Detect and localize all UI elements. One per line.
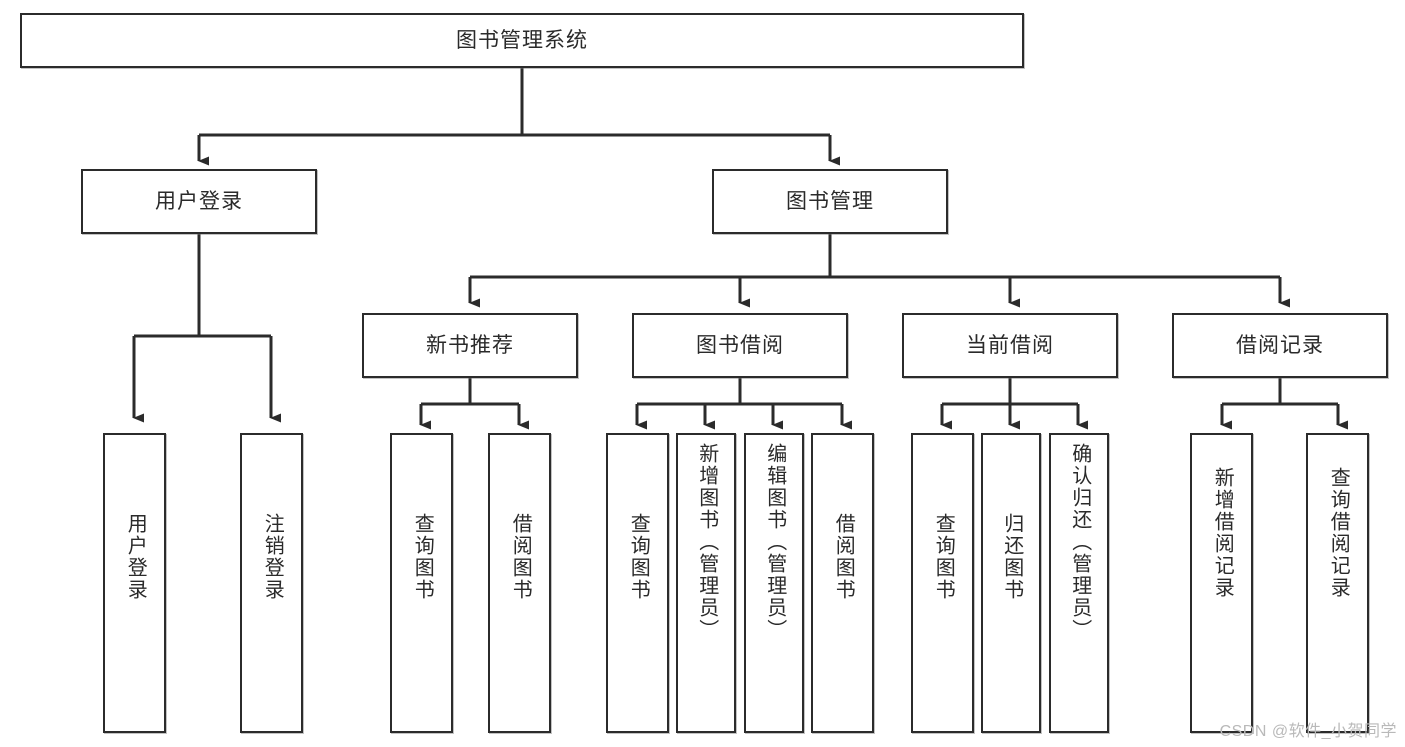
node-new-book-recommend-label: 新书推荐 (426, 334, 514, 357)
node-book-borrow[interactable]: 图书借阅 (632, 313, 848, 378)
leaf-current-borrow-confirm-label: 确认归还（管理员） (1068, 443, 1091, 641)
node-root-system[interactable]: 图书管理系统 (20, 13, 1024, 68)
leaf-book-borrow-add[interactable]: 新增图书（管理员） (676, 433, 736, 733)
leaf-current-borrow-return[interactable]: 归还图书 (981, 433, 1041, 733)
node-new-book-recommend[interactable]: 新书推荐 (362, 313, 578, 378)
leaf-user-login-logout-label: 注销登录 (261, 513, 284, 601)
leaf-current-borrow-confirm[interactable]: 确认归还（管理员） (1049, 433, 1109, 733)
node-current-borrow-label: 当前借阅 (966, 334, 1054, 357)
leaf-new-book-borrow-label: 借阅图书 (509, 513, 532, 601)
leaf-current-borrow-query[interactable]: 查询图书 (911, 433, 974, 733)
leaf-current-borrow-query-label: 查询图书 (932, 513, 955, 601)
leaf-book-borrow-query-label: 查询图书 (627, 513, 650, 601)
node-current-borrow[interactable]: 当前借阅 (902, 313, 1118, 378)
node-book-management-label: 图书管理 (786, 190, 874, 213)
leaf-borrow-record-add[interactable]: 新增借阅记录 (1190, 433, 1253, 733)
leaf-book-borrow-borrow[interactable]: 借阅图书 (811, 433, 874, 733)
leaf-user-login-login[interactable]: 用户登录 (103, 433, 166, 733)
node-root-system-label: 图书管理系统 (456, 29, 588, 52)
leaf-book-borrow-edit[interactable]: 编辑图书（管理员） (744, 433, 804, 733)
node-user-login[interactable]: 用户登录 (81, 169, 317, 234)
node-book-management[interactable]: 图书管理 (712, 169, 948, 234)
leaf-book-borrow-edit-label: 编辑图书（管理员） (763, 443, 786, 641)
leaf-user-login-login-label: 用户登录 (124, 513, 147, 601)
leaf-new-book-query[interactable]: 查询图书 (390, 433, 453, 733)
leaf-book-borrow-borrow-label: 借阅图书 (832, 513, 855, 601)
leaf-borrow-record-query[interactable]: 查询借阅记录 (1306, 433, 1369, 733)
node-user-login-label: 用户登录 (155, 190, 243, 213)
leaf-new-book-borrow[interactable]: 借阅图书 (488, 433, 551, 733)
node-book-borrow-label: 图书借阅 (696, 334, 784, 357)
node-borrow-record[interactable]: 借阅记录 (1172, 313, 1388, 378)
leaf-new-book-query-label: 查询图书 (411, 513, 434, 601)
leaf-borrow-record-add-label: 新增借阅记录 (1211, 467, 1234, 599)
leaf-borrow-record-query-label: 查询借阅记录 (1327, 467, 1350, 599)
node-borrow-record-label: 借阅记录 (1236, 334, 1324, 357)
leaf-current-borrow-return-label: 归还图书 (1000, 513, 1023, 601)
leaf-user-login-logout[interactable]: 注销登录 (240, 433, 303, 733)
leaf-book-borrow-add-label: 新增图书（管理员） (695, 443, 718, 641)
leaf-book-borrow-query[interactable]: 查询图书 (606, 433, 669, 733)
